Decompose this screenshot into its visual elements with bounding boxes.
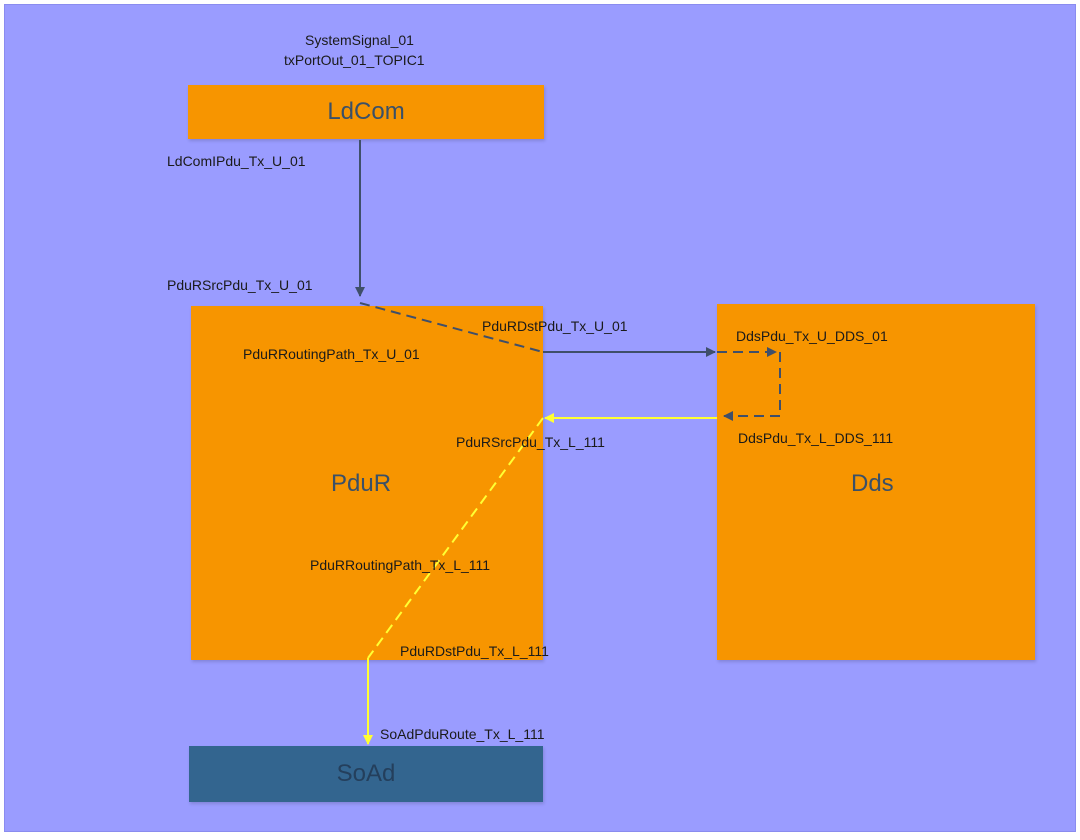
dds-loopback-dashed — [723, 352, 781, 421]
pdur-src-u-label: PduRSrcPdu_Tx_U_01 — [167, 277, 313, 293]
pdur-dst-l-label: PduRDstPdu_Tx_L_111 — [400, 643, 549, 659]
soad-title: SoAd — [336, 760, 396, 787]
soad-block: SoAd — [189, 746, 543, 802]
system-signal-label: SystemSignal_01 — [305, 32, 414, 48]
ldcom-block: LdCom — [188, 85, 544, 139]
ldcom-title: LdCom — [327, 98, 405, 125]
pdur-routing-l-dashed — [367, 417, 544, 659]
pdur-path-l-label: PduRRoutingPath_Tx_L_111 — [310, 557, 491, 573]
pdur-path-u-label: PduRRoutingPath_Tx_U_01 — [243, 346, 420, 362]
dds-title: Dds — [851, 470, 894, 497]
ldcom-ipdu-label: LdComIPdu_Tx_U_01 — [167, 153, 306, 169]
pdur-title: PduR — [331, 470, 392, 497]
pdur-src-l-label: PduRSrcPdu_Tx_L_111 — [456, 434, 605, 450]
tx-port-label: txPortOut_01_TOPIC1 — [284, 52, 425, 68]
pdur-dst-u-label: PduRDstPdu_Tx_U_01 — [482, 318, 628, 334]
dds-block: Dds — [717, 304, 1035, 660]
pdur-block: PduR — [191, 306, 543, 660]
soad-route-label: SoAdPduRoute_Tx_L_111 — [380, 726, 545, 742]
dds-pdu-u-label: DdsPdu_Tx_U_DDS_01 — [736, 328, 888, 344]
dds-pdu-l-label: DdsPdu_Tx_L_DDS_111 — [738, 430, 894, 446]
